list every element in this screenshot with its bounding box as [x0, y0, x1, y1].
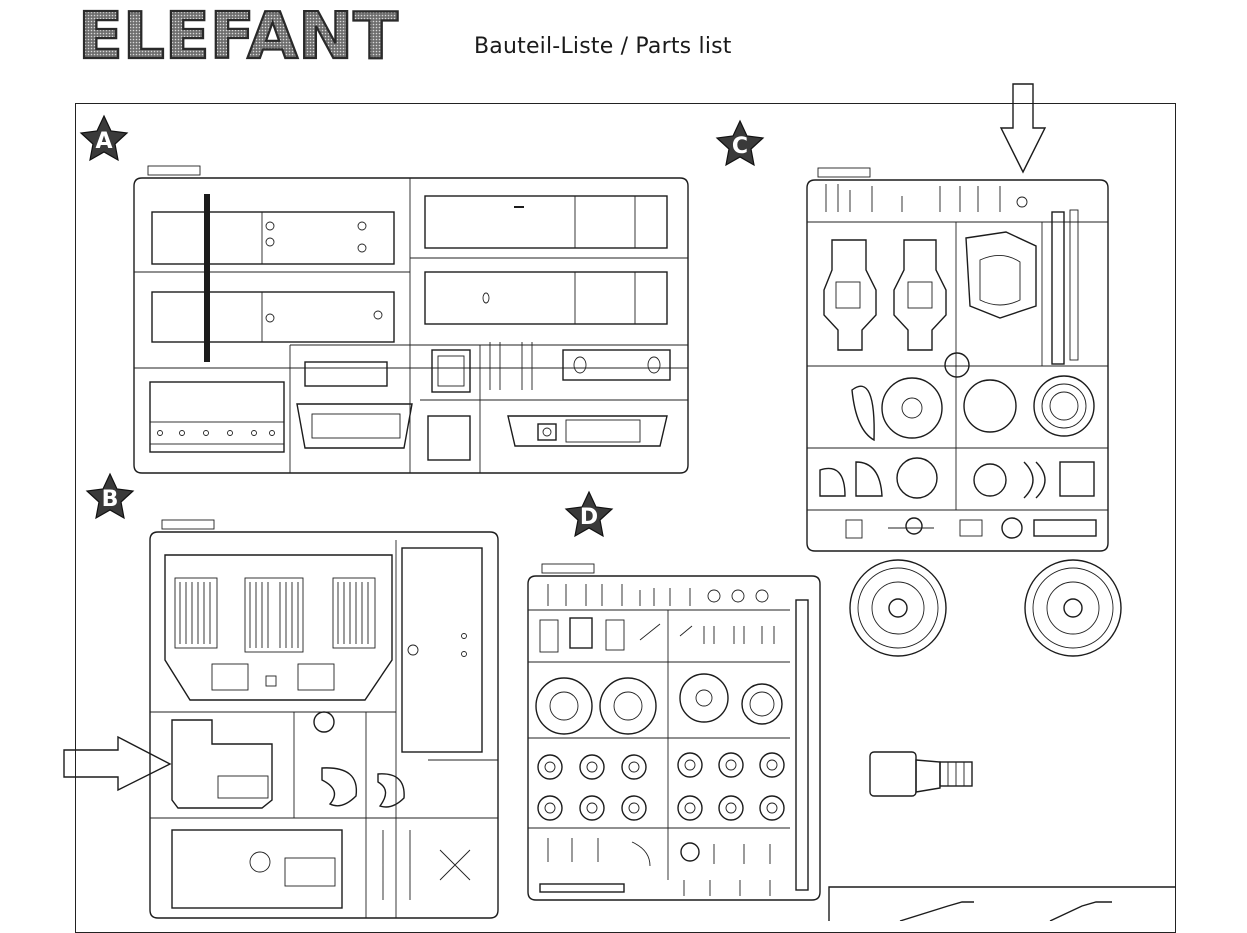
sprue-badge-a: A: [79, 114, 129, 162]
sprue-label-a: A: [95, 129, 112, 154]
sprue-label-b: B: [102, 487, 119, 512]
brand-title: ELEFANT: [78, 2, 398, 66]
sprue-b: [149, 519, 499, 919]
sprue-badge-b: B: [85, 472, 135, 520]
sprue-d: [527, 563, 821, 901]
road-wheel-right: [1024, 559, 1122, 657]
sprue-label-d: D: [580, 505, 598, 530]
road-wheel-left: [849, 559, 947, 657]
arrow-down-icon: [999, 83, 1047, 174]
sprue-label-c: C: [732, 134, 748, 159]
inset-box: [828, 886, 1176, 921]
brand-logo: ELEFANT: [78, 2, 399, 66]
sprue-badge-c: C: [715, 119, 765, 167]
page-subtitle: Bauteil-Liste / Parts list: [474, 34, 732, 59]
sprue-c: [806, 167, 1109, 552]
exhaust-part: [869, 751, 973, 797]
arrow-right-icon: [63, 735, 172, 792]
sprue-badge-d: D: [564, 490, 614, 538]
sprue-a: [133, 165, 689, 474]
